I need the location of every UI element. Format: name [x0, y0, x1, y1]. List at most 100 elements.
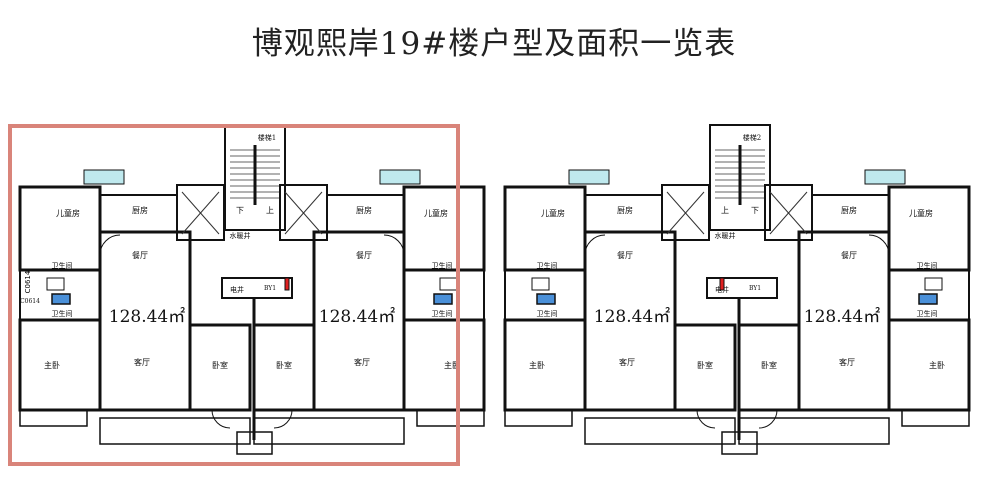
bay-window — [416, 409, 485, 427]
stair-direction-label: 上 — [266, 206, 274, 215]
bedroom-wall — [188, 323, 252, 412]
stair-direction-label: 上 — [721, 206, 729, 215]
door-arc — [696, 409, 716, 429]
room-label-master-bedroom: 主卧 — [529, 360, 545, 370]
room-label-living-room: 客厅 — [134, 357, 150, 367]
window-box — [379, 169, 421, 185]
elec-shaft-label: 电井 — [230, 285, 244, 294]
master-bedroom-wall — [503, 318, 587, 412]
toilet — [439, 277, 458, 291]
room-label-living-room: 客厅 — [839, 357, 855, 367]
window-code-label: C0614 — [24, 270, 32, 293]
living-dining-wall — [98, 230, 192, 412]
balcony — [584, 417, 736, 445]
room-label-bathroom: 卫生间 — [917, 261, 938, 270]
basin — [51, 293, 71, 305]
room-label-bathroom: 卫生间 — [432, 309, 453, 318]
room-label-bedroom: 卧室 — [212, 360, 228, 370]
room-label-kids-room: 儿童房 — [56, 208, 80, 218]
bedroom-wall — [252, 323, 316, 412]
stairwell — [709, 124, 771, 231]
door-arc — [584, 234, 606, 256]
shaft-label: 水暖井 — [230, 231, 251, 240]
window-box — [864, 169, 906, 185]
core-shafts — [221, 277, 293, 299]
balcony — [253, 417, 405, 445]
room-label-dining: 餐厅 — [841, 251, 857, 260]
room-label-bathroom: 卫生间 — [537, 261, 558, 270]
unit-area-label: 128.44㎡ — [319, 307, 395, 327]
bay-window — [504, 409, 573, 427]
room-label-bedroom: 卧室 — [697, 360, 713, 370]
stair-direction-label: 下 — [751, 206, 759, 215]
door-arc — [99, 234, 121, 256]
kids-room-wall — [402, 185, 486, 272]
window-box — [83, 169, 125, 185]
room-label-dining: 餐厅 — [132, 251, 148, 260]
shaft-tag: BY1 — [264, 285, 276, 292]
fire-hydrant-marker — [284, 277, 290, 291]
room-label-bathroom: 卫生间 — [537, 309, 558, 318]
elevator-shaft — [661, 184, 710, 241]
stair-label: 楼梯2 — [743, 133, 761, 142]
room-label-master-bedroom: 主卧 — [929, 360, 945, 370]
kids-room-wall — [18, 185, 102, 272]
bay-window — [19, 409, 88, 427]
room-label-bedroom: 卧室 — [276, 360, 292, 370]
door-arc — [868, 234, 890, 256]
stair-direction-label: 下 — [236, 206, 244, 215]
room-label-living-room: 客厅 — [619, 357, 635, 367]
room-label-kids-room: 儿童房 — [909, 208, 933, 218]
room-label-bathroom: 卫生间 — [52, 261, 73, 270]
room-label-kitchen: 厨房 — [617, 205, 633, 215]
living-dining-wall — [797, 230, 891, 412]
basin — [918, 293, 938, 305]
elevator-cross — [666, 191, 705, 235]
room-label-dining: 餐厅 — [617, 251, 633, 260]
room-label-master-bedroom: 主卧 — [44, 360, 60, 370]
bedroom-wall — [737, 323, 801, 412]
room-label-kids-room: 儿童房 — [541, 208, 565, 218]
elevator-cross — [284, 191, 323, 235]
basin — [536, 293, 556, 305]
elevator-shaft — [176, 184, 225, 241]
building-2: 楼梯2上下水暖井电井BY1儿童房厨房餐厅卫生间卫生间主卧客厅卧室128.44㎡儿… — [503, 124, 971, 455]
door-arc — [273, 409, 293, 429]
window-box — [568, 169, 610, 185]
basin — [433, 293, 453, 305]
door-arc — [211, 409, 231, 429]
toilet — [531, 277, 550, 291]
room-label-living-room: 客厅 — [354, 357, 370, 367]
elevator-shaft — [764, 184, 813, 241]
room-label-kitchen: 厨房 — [356, 205, 372, 215]
unit-area-label: 128.44㎡ — [594, 307, 670, 327]
kids-room-wall — [887, 185, 971, 272]
stair-label: 楼梯1 — [258, 133, 276, 142]
room-label-kitchen: 厨房 — [132, 205, 148, 215]
page-title: 博观熙岸19#楼户型及面积一览表 — [251, 26, 737, 62]
highlight-frame — [8, 124, 460, 466]
room-label-kids-room: 儿童房 — [424, 208, 448, 218]
kids-room-wall — [503, 185, 587, 272]
room-label-master-bedroom: 主卧 — [444, 360, 460, 370]
room-label-bedroom: 卧室 — [761, 360, 777, 370]
shaft-tag: BY1 — [749, 285, 761, 292]
living-dining-wall — [312, 230, 406, 412]
bay-window — [901, 409, 970, 427]
door-arc — [383, 234, 405, 256]
unit-area-label: 128.44㎡ — [804, 307, 880, 327]
master-bedroom-wall — [18, 318, 102, 412]
fire-hydrant-marker — [719, 277, 725, 291]
room-label-kitchen: 厨房 — [841, 205, 857, 215]
core-shafts — [706, 277, 778, 299]
door-arc — [758, 409, 778, 429]
balcony — [738, 417, 890, 445]
balcony — [99, 417, 251, 445]
living-dining-wall — [583, 230, 677, 412]
room-label-bathroom: 卫生间 — [432, 261, 453, 270]
room-label-dining: 餐厅 — [356, 251, 372, 260]
room-label-bathroom: 卫生间 — [917, 309, 938, 318]
room-label-bathroom: 卫生间 — [52, 309, 73, 318]
